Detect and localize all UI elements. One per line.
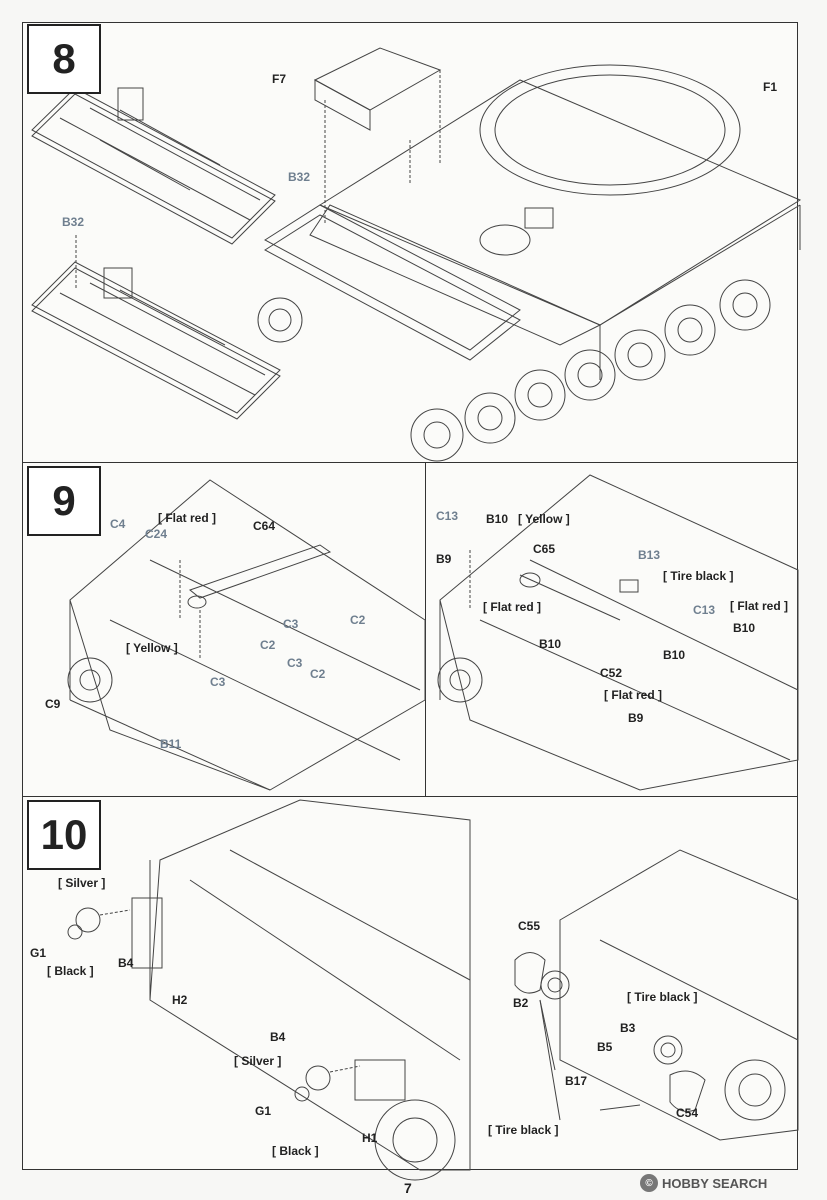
part-label: H2 <box>172 993 188 1007</box>
paint-label: [ Tire black ] <box>627 990 698 1004</box>
part-label: F7 <box>272 72 287 86</box>
divider-step8-step9 <box>22 462 798 463</box>
part-label: B13 <box>638 548 661 562</box>
paint-label: [ Flat red ] <box>158 511 217 525</box>
step9-right-hull <box>437 474 799 791</box>
part-label: B10 <box>733 621 756 635</box>
step8-road-wheels <box>257 279 771 462</box>
part-label: C3 <box>287 656 303 670</box>
step8-detail-box1 <box>117 87 144 121</box>
part-label: B32 <box>62 215 85 229</box>
part-label: C3 <box>210 675 226 689</box>
part-label: B10 <box>663 648 686 662</box>
step10-left-hull <box>67 799 471 1181</box>
part-label: C4 <box>110 517 126 531</box>
part-label: F1 <box>763 80 778 94</box>
part-label: C2 <box>260 638 276 652</box>
hobby-search-logo-icon: © <box>640 1174 658 1192</box>
paint-label: [ Tire black ] <box>663 569 734 583</box>
part-label: C3 <box>283 617 299 631</box>
part-label: B17 <box>565 1074 588 1088</box>
part-label: C24 <box>145 527 168 541</box>
paint-label: [ Flat red ] <box>730 599 789 613</box>
paint-label: [ Black ] <box>47 964 94 978</box>
step8-detail-box2 <box>103 267 133 299</box>
part-label: C13 <box>436 509 459 523</box>
paint-label: [ Silver ] <box>58 876 106 890</box>
part-label: B2 <box>513 996 529 1010</box>
part-label: C13 <box>693 603 716 617</box>
part-label: C9 <box>45 697 61 711</box>
watermark-text: HOBBY SEARCH <box>662 1175 768 1191</box>
part-label: B10 <box>539 637 562 651</box>
step-number-8: 8 <box>27 24 101 94</box>
part-label: G1 <box>30 946 47 960</box>
step8-plate-upper <box>31 87 276 245</box>
step10-right-hull <box>514 849 799 1141</box>
paint-label: [ Tire black ] <box>488 1123 559 1137</box>
paint-label: [ Flat red ] <box>604 688 663 702</box>
watermark: © HOBBY SEARCH <box>640 1172 767 1194</box>
part-label: B3 <box>620 1021 636 1035</box>
part-label: B5 <box>597 1040 613 1054</box>
part-label: C64 <box>253 519 276 533</box>
step8-hull <box>264 47 802 380</box>
part-label: H1 <box>362 1131 378 1145</box>
part-label: C2 <box>350 613 366 627</box>
part-label: B32 <box>288 170 311 184</box>
part-label: B4 <box>118 956 134 970</box>
part-label: B11 <box>160 737 182 751</box>
paint-label: [ Yellow ] <box>126 641 178 655</box>
page-number: 7 <box>404 1180 412 1196</box>
part-label: G1 <box>255 1104 272 1118</box>
part-label: C65 <box>533 542 556 556</box>
part-label: C2 <box>310 667 326 681</box>
step-number-10: 10 <box>27 800 101 870</box>
part-label: B9 <box>628 711 644 725</box>
part-label: C52 <box>600 666 623 680</box>
part-label: B9 <box>436 552 452 566</box>
paint-label: [ Flat red ] <box>483 600 542 614</box>
step9-left-hull <box>67 479 426 791</box>
part-label: B4 <box>270 1030 286 1044</box>
part-label: C55 <box>518 919 541 933</box>
part-label: B10 <box>486 512 509 526</box>
part-label: C54 <box>676 1106 699 1120</box>
paint-label: [ Black ] <box>272 1144 319 1158</box>
step-number-9: 9 <box>27 466 101 536</box>
divider-step9-step10 <box>22 796 798 797</box>
paint-label: [ Silver ] <box>234 1054 282 1068</box>
step8-plate-lower <box>31 261 281 420</box>
paint-label: [ Yellow ] <box>518 512 570 526</box>
